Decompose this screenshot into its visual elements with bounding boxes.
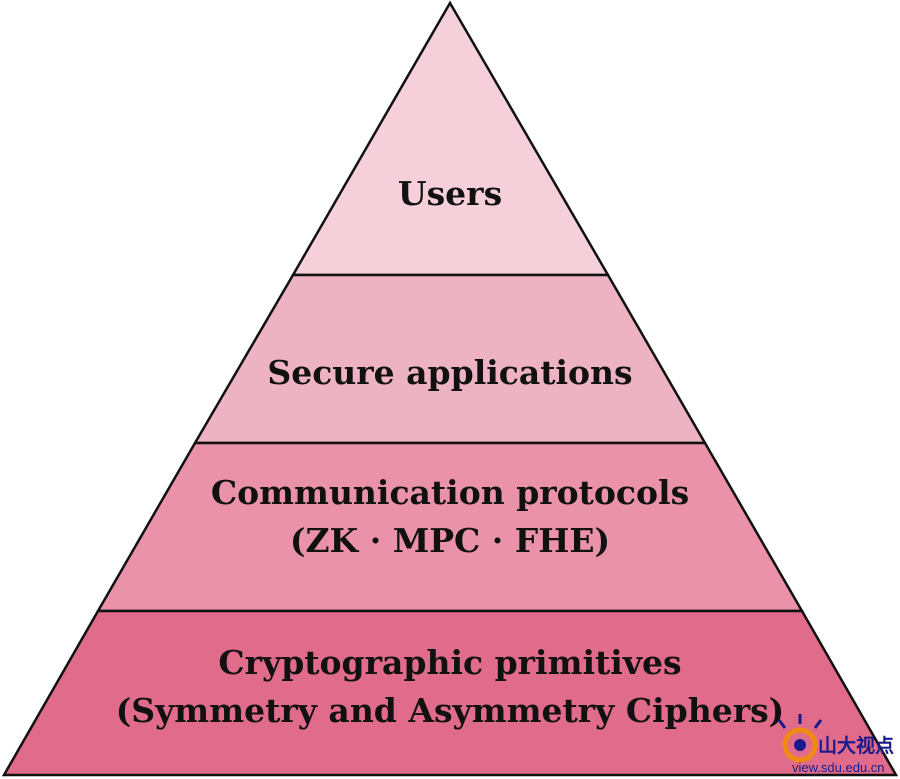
tier-cryptographic-primitives-shape bbox=[1, 609, 899, 777]
tier-users-label: Users bbox=[398, 174, 502, 213]
watermark-name: 山大视点 bbox=[818, 734, 894, 757]
watermark-logo bbox=[777, 714, 823, 763]
tier-cryptographic-primitives-label: Cryptographic primitives bbox=[218, 643, 681, 682]
tier-communication-protocols-sublabel: (ZK · MPC · FHE) bbox=[290, 521, 610, 560]
watermark-logo-icon bbox=[782, 727, 818, 763]
tier-users-shape bbox=[290, 0, 611, 277]
tier-cryptographic-primitives-sublabel: (Symmetry and Asymmetry Ciphers) bbox=[116, 691, 785, 730]
tier-secure-applications-label: Secure applications bbox=[267, 353, 632, 392]
tier-communication-protocols-label: Communication protocols bbox=[211, 473, 689, 512]
watermark-url: view.sdu.edu.cn bbox=[792, 760, 885, 775]
